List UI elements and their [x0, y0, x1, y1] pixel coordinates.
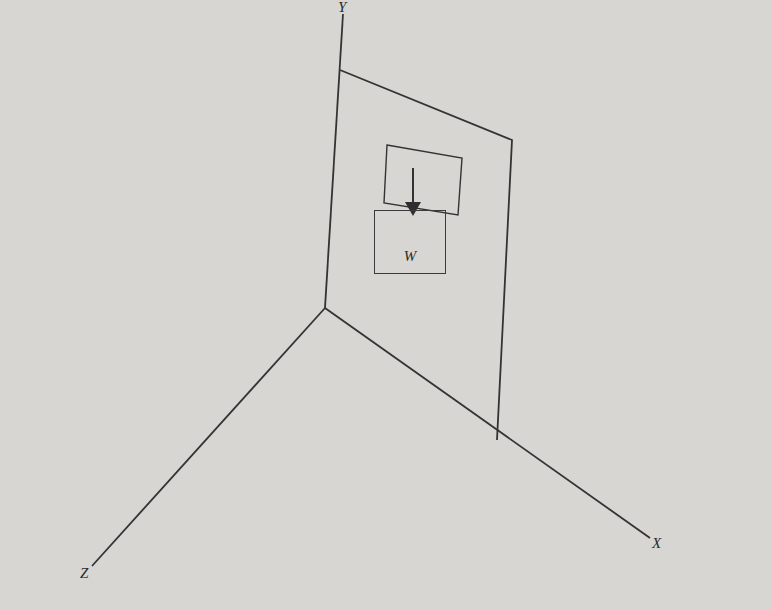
- weight-label: W: [404, 248, 417, 265]
- axis-label: Y: [338, 0, 346, 15]
- block-box: W: [374, 210, 446, 274]
- x-axis: [325, 308, 650, 538]
- axis-label: X: [652, 536, 661, 551]
- z-axis: [92, 308, 325, 566]
- weight-arrow: [412, 168, 414, 214]
- axis-label: Z: [80, 566, 88, 581]
- inclined-plane: [340, 70, 512, 440]
- y-axis: [325, 14, 343, 308]
- upper-block: [384, 145, 462, 215]
